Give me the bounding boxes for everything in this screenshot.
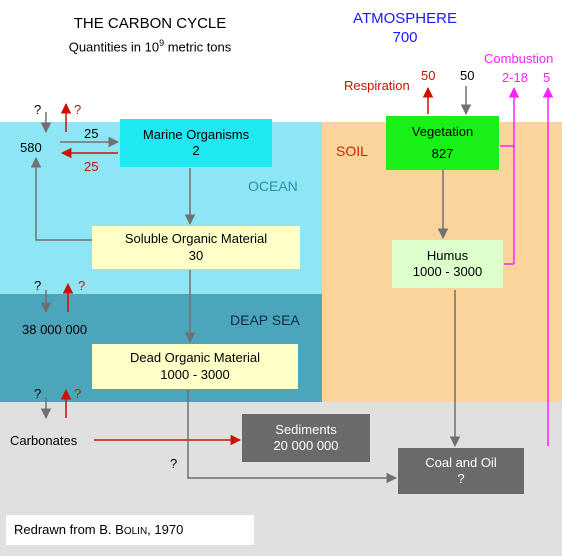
title-line2-prefix: Quantities in 10 (68, 38, 160, 54)
soluble-organic-box: Soluble Organic Material 30 (92, 226, 300, 269)
sediments-box: Sediments 20 000 000 (242, 414, 370, 462)
carbonates-label: Carbonates (10, 433, 78, 448)
vegetation-box: Vegetation 827 (386, 116, 499, 170)
humus-name: Humus (426, 247, 469, 263)
q3-gray: ? (34, 386, 42, 401)
arrow-dead-to-coal (187, 390, 398, 484)
ocean-in-value: 25 (84, 126, 99, 141)
deep-sea-label: DEAP SEA (230, 312, 300, 328)
atmosphere-title: ATMOSPHERE (353, 10, 457, 28)
dead-organic-name: Dead Organic Material (129, 350, 261, 366)
sediments-value: 20 000 000 (273, 438, 339, 453)
title-exponent: 9 (159, 37, 165, 48)
title-box: THE CARBON CYCLE Quantities in 109 metri… (35, 8, 265, 62)
arrow-soluble-to-ocean (30, 156, 92, 241)
coal-oil-box: Coal and Oil ? (398, 448, 524, 494)
marine-organisms-name: Marine Organisms (142, 126, 250, 142)
dead-organic-box: Dead Organic Material 1000 - 3000 (92, 344, 298, 389)
coal-oil-value: ? (457, 471, 465, 486)
title-line2-suffix: metric tons (164, 38, 232, 54)
combustion-label: Combustion (484, 51, 554, 66)
title-line2: Quantities in 109 metric tons (69, 38, 232, 56)
q2-red: ? (78, 278, 86, 293)
combustion-values: 2-18 (502, 70, 529, 85)
credit-suffix: , 1970 (147, 522, 184, 537)
soluble-organic-name: Soluble Organic Material (124, 231, 268, 247)
q3-red: ? (74, 386, 82, 401)
humus-value: 1000 - 3000 (412, 264, 483, 279)
combustion-line-vegetation (500, 86, 520, 147)
humus-box: Humus 1000 - 3000 (392, 240, 503, 288)
vegetation-name: Vegetation (411, 124, 474, 140)
sediments-name: Sediments (275, 421, 337, 437)
vegetation-value: 827 (431, 145, 454, 161)
marine-organisms-value: 2 (192, 143, 200, 158)
soil-label: SOIL (336, 143, 368, 159)
ocean-co2-value: 580 (20, 140, 42, 155)
deep-sea-value: 38 000 000 (22, 322, 88, 337)
combustion-value-2: 5 (543, 70, 551, 85)
respiration-label: Respiration (344, 78, 410, 93)
atmosphere-value: 700 (392, 29, 418, 46)
title-line1: THE CARBON CYCLE (73, 14, 227, 32)
credit-prefix: Redrawn from B. B (14, 522, 124, 537)
respiration-value: 50 (421, 68, 436, 83)
coal-oil-name: Coal and Oil (425, 454, 497, 470)
sediments-question: ? (170, 456, 178, 471)
q2-gray: ? (34, 278, 42, 293)
soluble-organic-value: 30 (188, 247, 204, 263)
ocean-out-value: 25 (84, 159, 99, 174)
credit-smallcaps: OLIN (123, 526, 148, 537)
ocean-label: OCEAN (248, 178, 298, 194)
marine-organisms-box: Marine Organisms 2 (120, 119, 272, 167)
dead-organic-value: 1000 - 3000 (160, 366, 230, 382)
atmosphere-label: ATMOSPHERE 700 (345, 10, 465, 46)
photosynthesis-value: 50 (460, 68, 475, 83)
q1-gray: ? (34, 102, 42, 117)
q1-red: ? (74, 102, 82, 117)
credit-box: Redrawn from B. BOLIN, 1970 (6, 515, 254, 545)
